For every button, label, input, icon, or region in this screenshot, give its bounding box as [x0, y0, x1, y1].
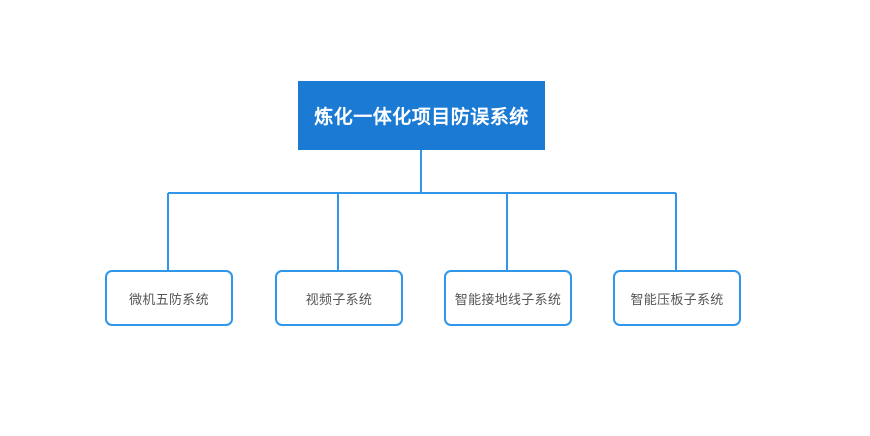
child-node-zhineng-jiedixian[interactable]: 智能接地线子系统 — [444, 270, 572, 326]
child-node-zhineng-yaban[interactable]: 智能压板子系统 — [613, 270, 741, 326]
child-node-label: 微机五防系统 — [129, 292, 209, 308]
child-node-label: 智能接地线子系统 — [454, 292, 562, 308]
child-node-weiji-wufang[interactable]: 微机五防系统 — [105, 270, 233, 326]
child-node-label: 智能压板子系统 — [630, 292, 724, 308]
child-node-label: 视频子系统 — [305, 292, 373, 308]
root-node-label: 炼化一体化项目防误系统 — [314, 106, 529, 128]
root-node[interactable]: 炼化一体化项目防误系统 — [298, 81, 545, 150]
child-node-shipin[interactable]: 视频子系统 — [275, 270, 403, 326]
